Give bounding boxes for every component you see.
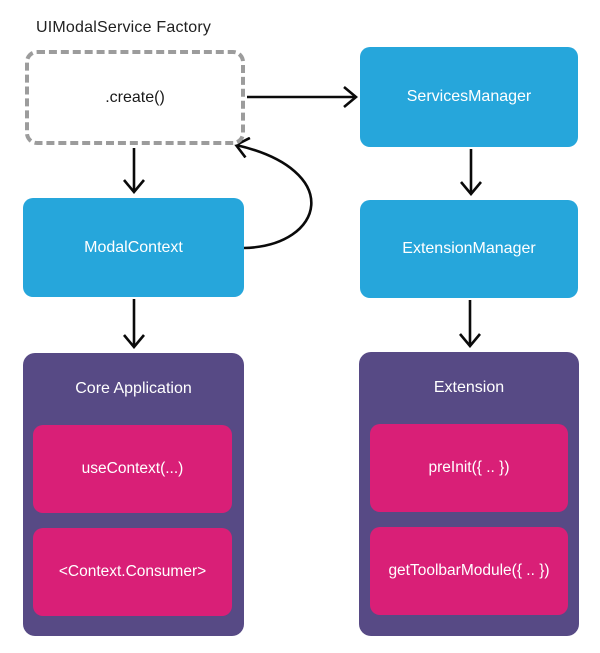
preinit-label: preInit({ .. })	[428, 459, 510, 476]
use-context-node: useContext(...)	[33, 425, 232, 513]
extension-manager-node: ExtensionManager	[360, 200, 578, 298]
extension-title: Extension	[433, 379, 505, 396]
core-application-title: Core Application	[75, 380, 192, 397]
extension-group: Extension preInit({ .. }) getToolbarModu…	[359, 352, 579, 636]
get-toolbar-module-node: getToolbarModule({ .. })	[370, 527, 568, 615]
preinit-node: preInit({ .. })	[370, 424, 568, 512]
context-consumer-label: <Context.Consumer>	[58, 563, 207, 580]
use-context-label: useContext(...)	[81, 460, 184, 477]
modal-context-node: ModalContext	[23, 198, 244, 297]
factory-create-label: .create()	[105, 88, 165, 106]
extension-manager-label: ExtensionManager	[402, 240, 536, 257]
edge-modalcontext-to-create-curved	[236, 145, 313, 250]
services-manager-node: ServicesManager	[360, 47, 578, 147]
core-application-group: Core Application useContext(...) <Contex…	[23, 353, 244, 636]
modal-context-label: ModalContext	[84, 238, 183, 256]
services-manager-label: ServicesManager	[406, 88, 532, 105]
factory-create-node: .create()	[25, 50, 245, 145]
diagram-title: UIModalService Factory	[36, 19, 212, 36]
context-consumer-node: <Context.Consumer>	[33, 528, 232, 616]
get-toolbar-module-label: getToolbarModule({ .. })	[388, 562, 550, 579]
